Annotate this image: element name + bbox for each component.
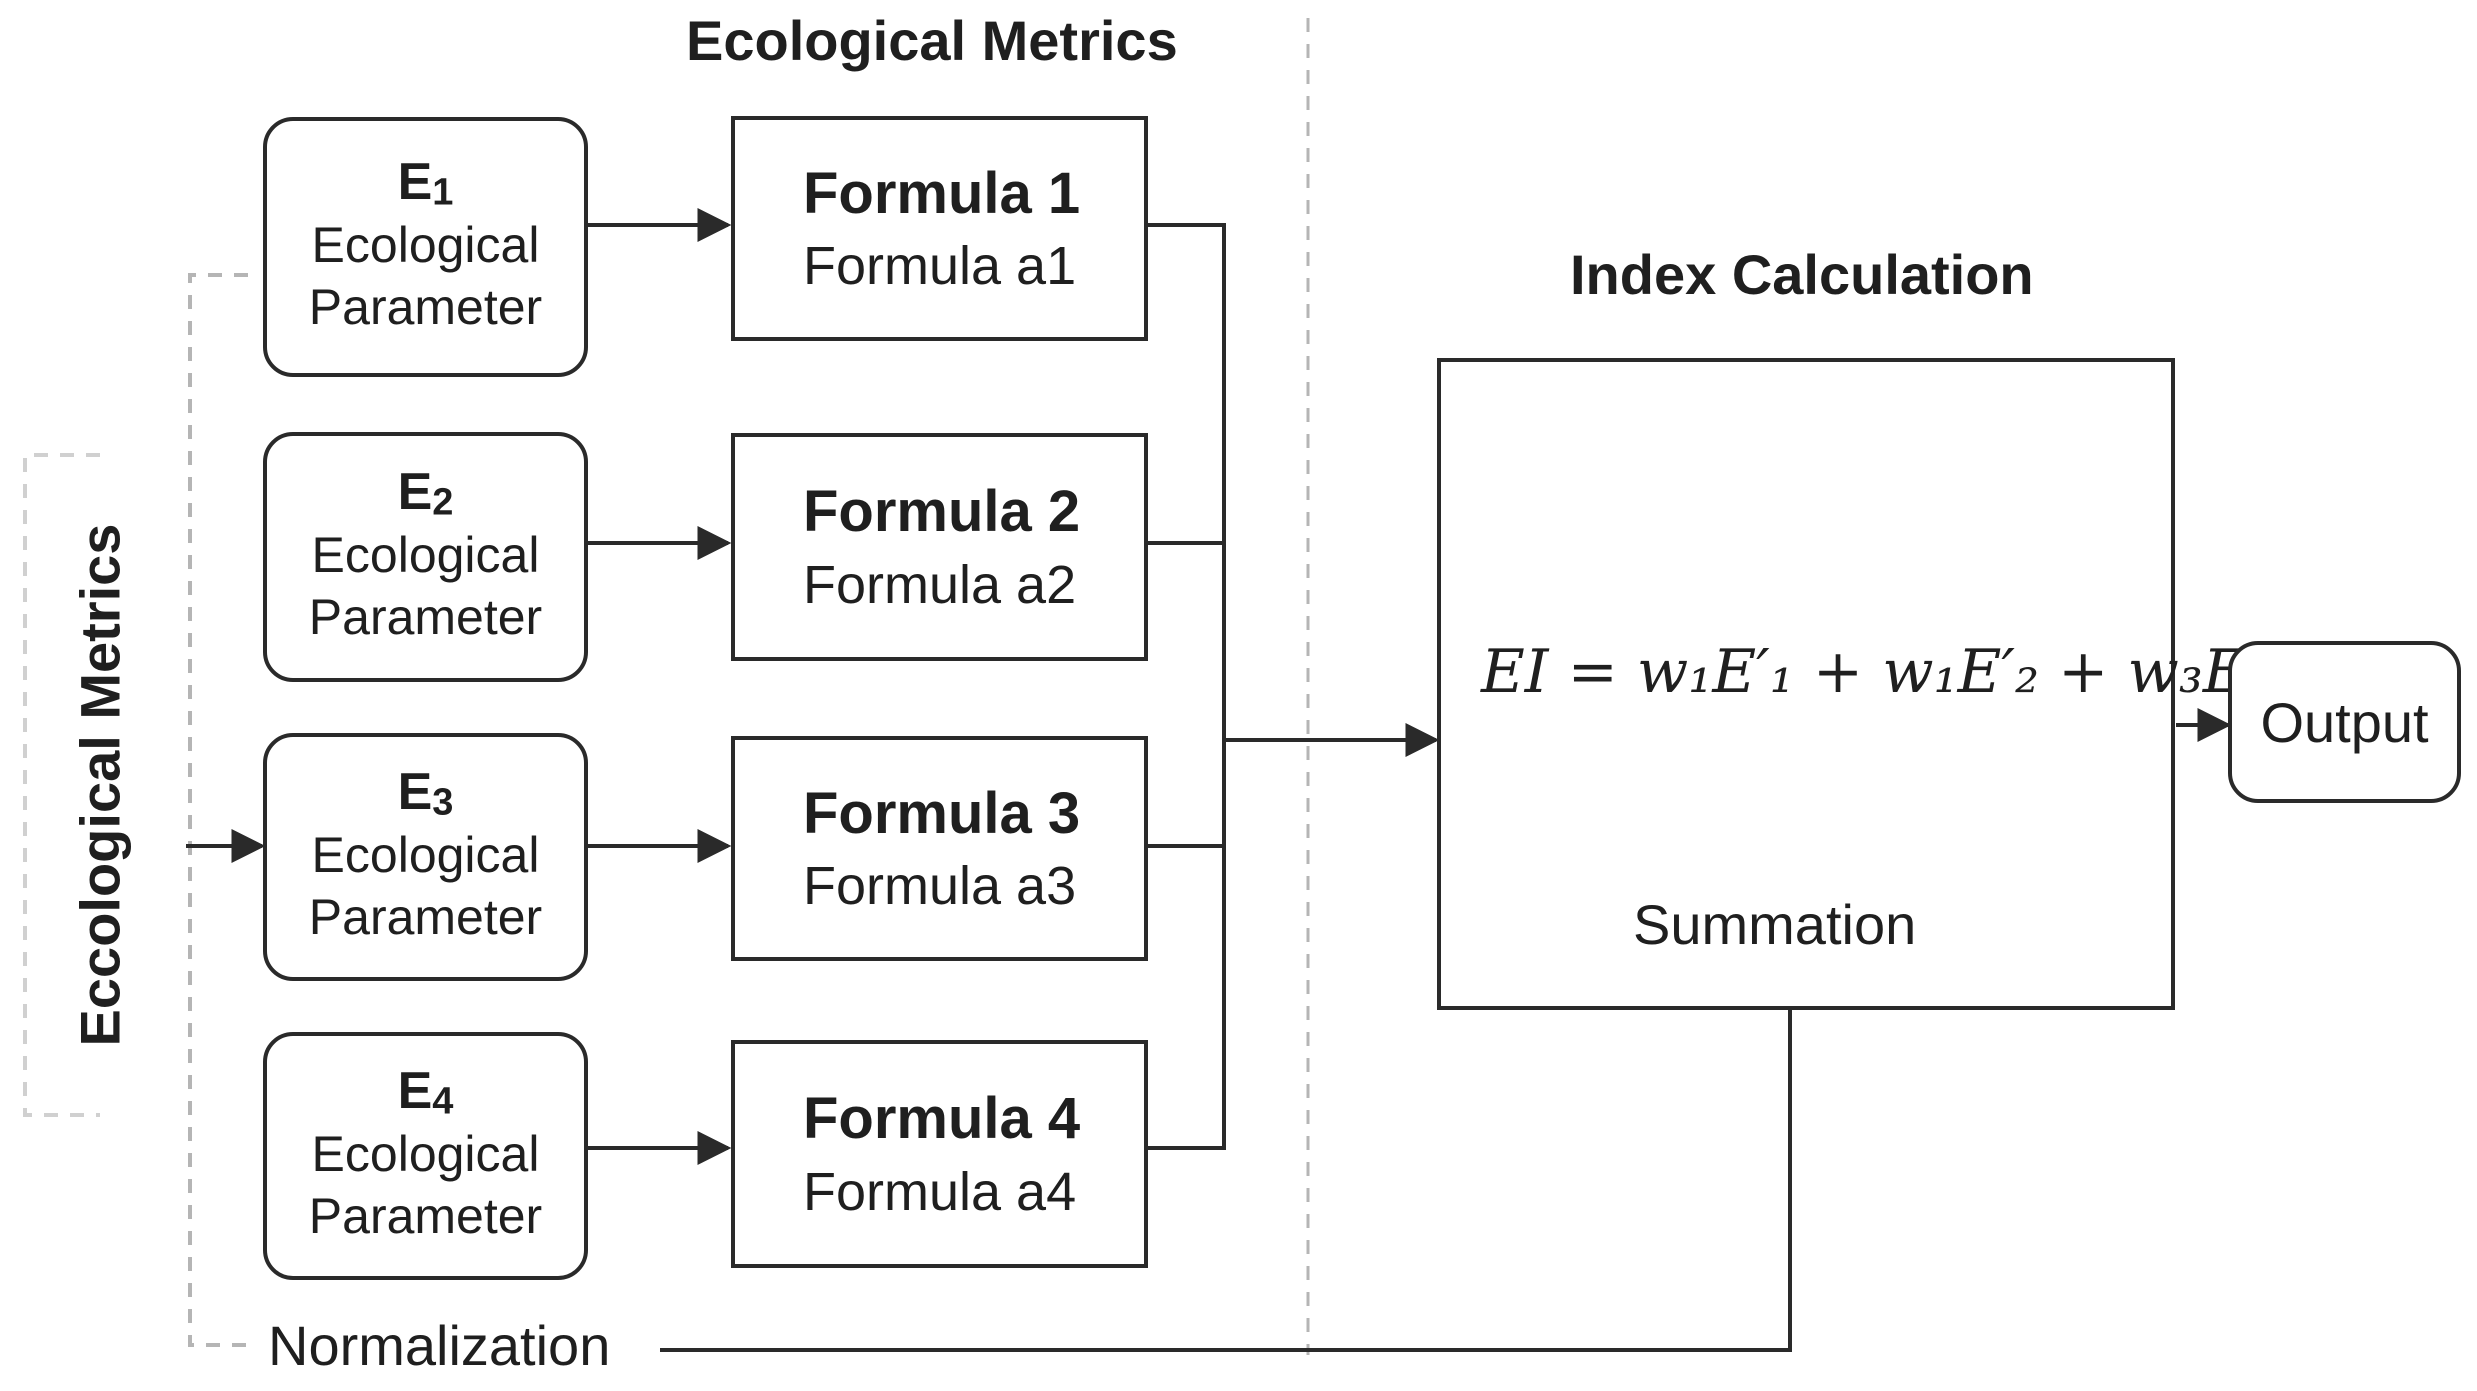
side-label-bracket-dashed	[23, 453, 100, 1117]
parameter-box-e1: E1 Ecological Parameter	[263, 117, 588, 377]
normalization-bracket-dashed	[188, 273, 250, 1347]
parameter-symbol: E2	[397, 463, 454, 524]
formula-title: Formula 2	[803, 479, 1081, 545]
normalization-feedback-line	[660, 1010, 1792, 1352]
formula-subtitle: Formula a3	[803, 856, 1077, 917]
diagram-title: Ecological Metrics	[686, 9, 1178, 72]
parameter-label-line2: Parameter	[308, 1188, 543, 1245]
parameter-symbol: E4	[397, 1062, 454, 1123]
summation-label: Summation	[1633, 893, 1917, 956]
index-calculation-title: Index Calculation	[1570, 243, 2034, 306]
formula-box-2: Formula 2 Formula a2	[731, 433, 1148, 661]
parameter-box-e4: E4 Ecological Parameter	[263, 1032, 588, 1280]
parameter-label-line1: Ecological	[311, 526, 540, 583]
formula-subtitle: Formula a1	[803, 236, 1077, 297]
parameter-box-e3: E3 Ecological Parameter	[263, 733, 588, 981]
index-equation: EI = w₁E′₁ + w₁E′₂ + w₃E₃E′₄	[1481, 637, 2353, 707]
formula-box-4: Formula 4 Formula a4	[731, 1040, 1148, 1268]
parameter-box-e2: E2 Ecological Parameter	[263, 432, 588, 682]
parameter-symbol: E1	[397, 153, 454, 214]
parameter-label-line2: Parameter	[308, 589, 543, 646]
parameter-label-line1: Ecological	[311, 826, 540, 883]
side-label-vertical: Eccological Metrics	[68, 523, 132, 1047]
output-label: Output	[2260, 690, 2429, 754]
formula-title: Formula 4	[803, 1086, 1081, 1152]
parameter-label-line2: Parameter	[308, 279, 543, 336]
parameter-label-line2: Parameter	[308, 889, 543, 946]
parameter-label-line1: Ecological	[311, 216, 540, 273]
formula-box-1: Formula 1 Formula a1	[731, 116, 1148, 341]
normalization-label: Normalization	[268, 1314, 611, 1377]
formula-title: Formula 1	[803, 160, 1081, 226]
output-box: Output	[2228, 641, 2461, 803]
formula-subtitle: Formula a4	[803, 1161, 1077, 1222]
index-calculation-box: EI = w₁E′₁ + w₁E′₂ + w₃E₃E′₄ Summation	[1437, 358, 2352, 1010]
formula-subtitle: Formula a2	[803, 554, 1077, 615]
parameter-symbol: E3	[397, 763, 454, 824]
formula-title: Formula 3	[803, 780, 1081, 846]
formula-box-3: Formula 3 Formula a3	[731, 736, 1148, 961]
parameter-label-line1: Ecological	[311, 1125, 540, 1182]
